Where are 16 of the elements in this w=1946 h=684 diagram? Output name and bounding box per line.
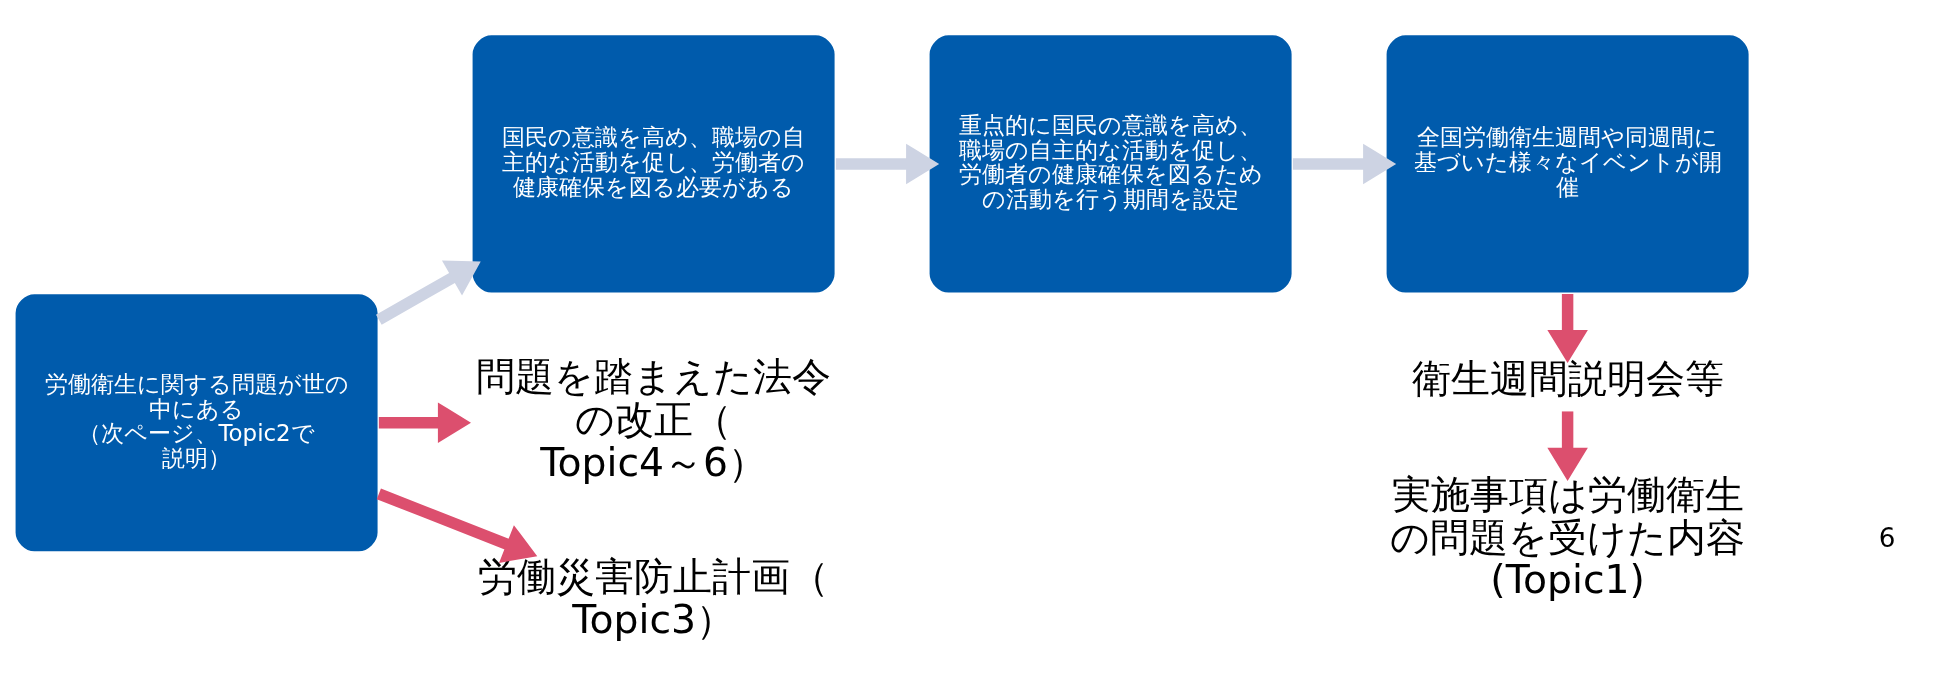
node-box: 国民の意識を高め、職場の自主的な活動を促し、労働者の健康確保を図る必要がある	[470, 33, 837, 294]
arrow	[1547, 410, 1588, 481]
node-text: 労働災害防止計画（Topic3）	[478, 553, 830, 642]
node-text: 衛生週間説明会等	[1411, 355, 1724, 401]
arrow	[376, 488, 538, 563]
node-text: 問題を踏まえた法令の改正（Topic4～6）	[476, 353, 832, 485]
arrow	[376, 259, 481, 325]
arrow	[378, 401, 471, 443]
node-box: 労働衛生に関する問題が世の中にある （次ページ、Topic2で説明）	[13, 292, 380, 553]
arrow	[835, 143, 940, 184]
label: 6	[1878, 522, 1896, 553]
arrow	[1547, 293, 1588, 363]
arrow	[1292, 143, 1397, 184]
node-box: 全国労働衛生週間や同週間に基づいた様々なイベントが開催	[1384, 33, 1751, 294]
node-box: 重点的に国民の意識を高め、職場の自主的な活動を促し、労働者の健康確保を図るための活動を行う期間を設定	[927, 33, 1294, 294]
node-text: 実施事項は労働衛生の問題を受けた内容(Topic1)	[1390, 471, 1746, 602]
